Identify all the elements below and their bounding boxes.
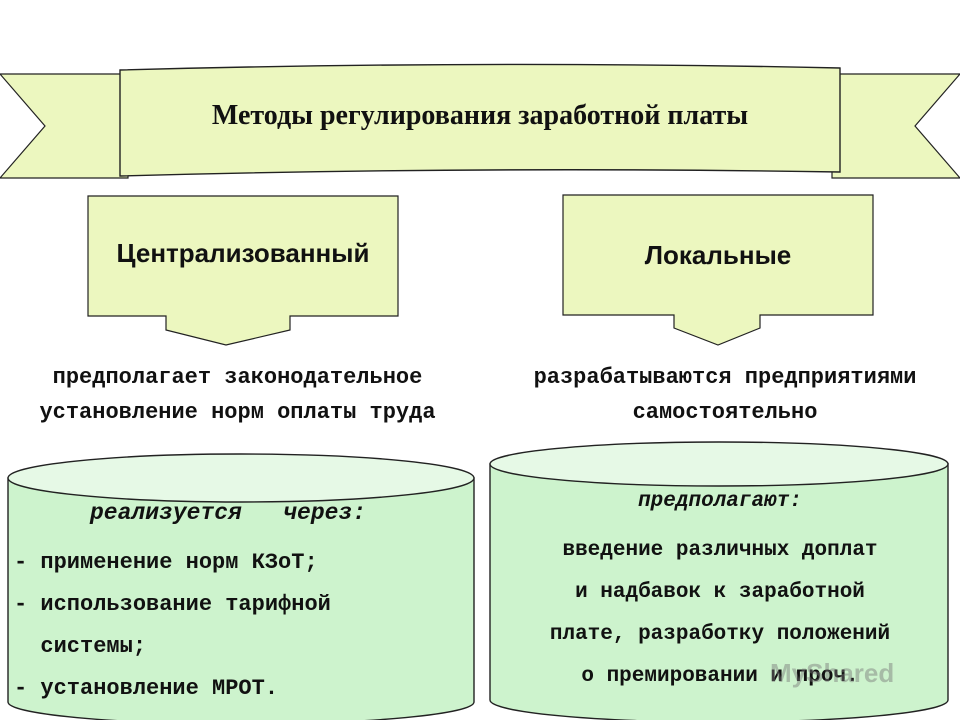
list-item: и надбавок к заработной xyxy=(575,581,865,604)
right-description-line: самостоятельно xyxy=(632,400,818,425)
left-cylinder-top xyxy=(7,453,475,503)
right-cylinder-body xyxy=(489,463,949,720)
list-item: - применение норм КЗоТ; xyxy=(14,550,318,575)
banner-main xyxy=(119,63,841,177)
right-cylinder-top xyxy=(489,441,949,487)
left-description: предполагает законодательное установлени… xyxy=(0,360,475,430)
list-item: - использование тарифной xyxy=(14,592,331,617)
banner-title: Методы регулирования заработной платы xyxy=(211,100,749,131)
left-description-line: установление норм оплаты труда xyxy=(39,400,436,425)
left-cylinder-body xyxy=(7,477,475,720)
left-box xyxy=(87,195,399,346)
watermark-logo: MyShared xyxy=(770,658,895,688)
list-item: введение различных доплат xyxy=(562,539,878,562)
right-description: разрабатываются предприятиями самостояте… xyxy=(490,360,960,430)
left-cylinder-heading: реализуется через: xyxy=(90,500,367,526)
right-cylinder-list: введение различных доплат и надбавок к з… xyxy=(490,530,950,698)
right-cylinder-heading: предполагают: xyxy=(638,490,802,513)
right-box-title: Локальные xyxy=(644,240,792,270)
left-cylinder-list: - применение норм КЗоТ; - использование … xyxy=(14,542,331,710)
banner-left-tail xyxy=(0,73,129,179)
list-item: системы; xyxy=(14,634,147,659)
left-box-title: Централизованный xyxy=(116,238,370,268)
list-item: о премировании и проч. xyxy=(581,665,859,688)
right-description-line: разрабатываются предприятиями xyxy=(533,365,917,390)
list-item: плате, разработку положений xyxy=(549,623,891,646)
left-description-line: предполагает законодательное xyxy=(52,365,423,390)
banner-right-tail xyxy=(831,73,960,179)
list-item: - установление МРОТ. xyxy=(14,676,279,701)
right-box xyxy=(562,194,874,346)
